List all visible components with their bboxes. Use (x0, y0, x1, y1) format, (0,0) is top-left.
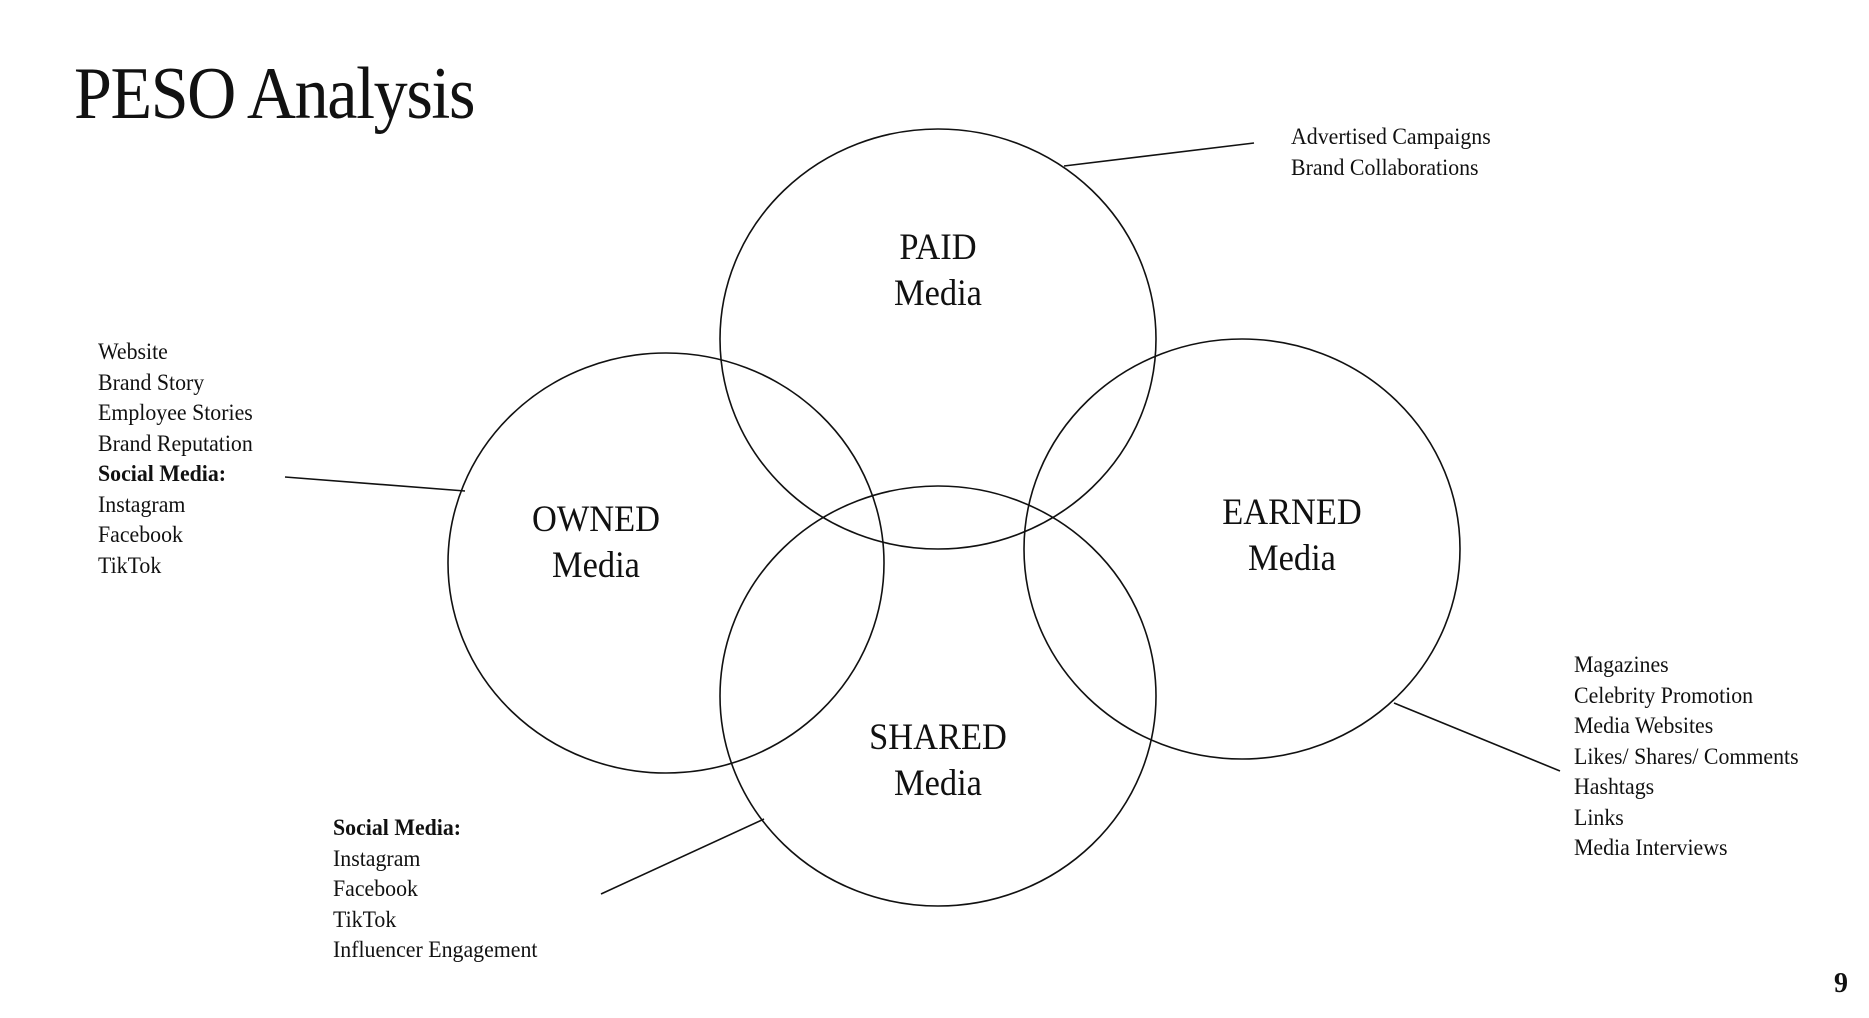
earned-media-list: Magazines Celebrity Promotion Media Webs… (1574, 650, 1799, 864)
list-item: Advertised Campaigns (1291, 124, 1491, 150)
paid-label-line1: PAID (899, 227, 977, 268)
earned-label-line2: Media (1248, 538, 1336, 579)
owned-media-list: Website Brand Story Employee Stories Bra… (98, 337, 253, 581)
paid-label-line2: Media (894, 273, 982, 314)
list-item: Facebook (98, 522, 183, 548)
shared-media-label: SHARED Media (817, 715, 1059, 807)
earned-circle (1023, 338, 1461, 760)
list-item: Links (1574, 804, 1624, 831)
owned-label-line2: Media (552, 545, 640, 586)
list-item: Celebrity Promotion (1574, 682, 1754, 709)
list-item: Media Websites (1574, 713, 1714, 739)
shared-circle (719, 485, 1157, 907)
paid-circle (719, 128, 1157, 550)
shared-connector-line (600, 818, 765, 895)
list-item: Influencer Engagement (333, 937, 538, 963)
list-heading: Social Media: (98, 461, 227, 487)
earned-media-label: EARNED Media (1171, 490, 1413, 582)
owned-media-label: OWNED Media (475, 497, 717, 589)
earned-connector-line (1393, 702, 1561, 772)
list-item: TikTok (98, 552, 162, 579)
list-item: Likes/ Shares/ Comments (1574, 743, 1799, 770)
list-item: Media Interviews (1574, 835, 1728, 861)
list-item: Facebook (333, 876, 418, 902)
paid-media-label: PAID Media (817, 225, 1059, 317)
paid-connector-line (1063, 142, 1255, 167)
list-item: Website (98, 339, 168, 365)
list-item: Hashtags (1574, 774, 1655, 800)
list-item: TikTok (333, 906, 397, 933)
paid-media-list: Advertised Campaigns Brand Collaboration… (1291, 122, 1491, 183)
page-number: 9 (1834, 968, 1848, 999)
owned-circle (447, 352, 885, 774)
list-item: Instagram (98, 491, 186, 518)
shared-label-line1: SHARED (869, 717, 1007, 758)
list-item: Magazines (1574, 652, 1669, 678)
owned-label-line1: OWNED (531, 499, 661, 540)
shared-media-list: Social Media: Instagram Facebook TikTok … (333, 813, 537, 966)
list-item: Employee Stories (98, 400, 253, 426)
list-item: Instagram (333, 845, 421, 872)
shared-label-line2: Media (894, 763, 982, 804)
list-item: Brand Reputation (98, 430, 253, 457)
list-item: Brand Story (98, 369, 205, 396)
owned-connector-line (284, 476, 466, 492)
page-title: PESO Analysis (74, 53, 475, 135)
list-item: Brand Collaborations (1291, 154, 1479, 181)
earned-label-line1: EARNED (1222, 492, 1362, 533)
list-heading: Social Media: (333, 815, 462, 841)
